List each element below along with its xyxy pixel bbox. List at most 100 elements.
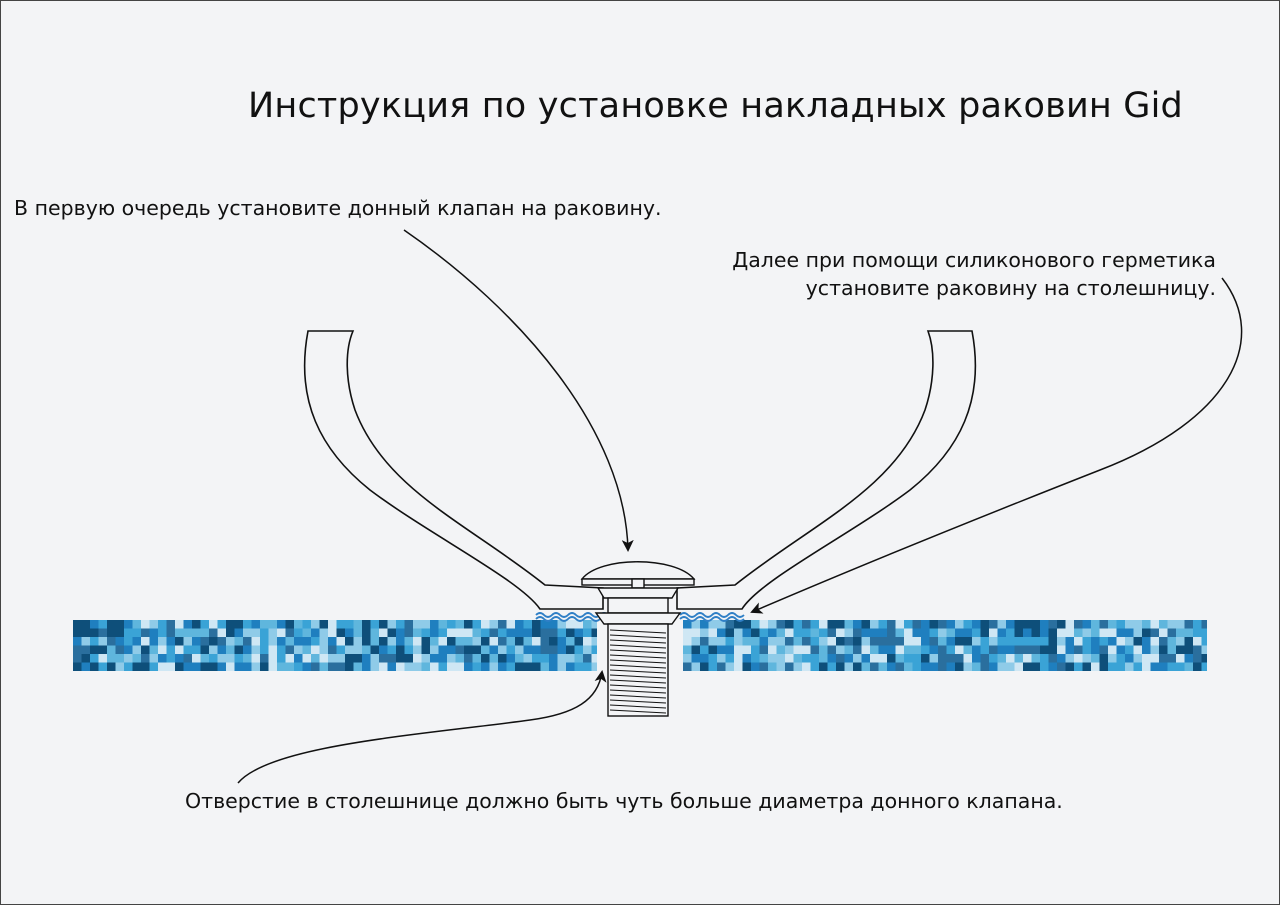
mosaic-tile [438,620,447,629]
mosaic-tile [844,662,853,671]
mosaic-tile [904,637,913,646]
mosaic-tile [1074,628,1083,637]
mosaic-tile [192,620,201,629]
mosaic-tile [574,637,583,646]
mosaic-tile [464,645,473,654]
mosaic-tile [209,628,218,637]
mosaic-tile [370,645,379,654]
mosaic-tile [498,654,507,663]
mosaic-tile [523,628,532,637]
mosaic-tile [751,628,760,637]
mosaic-tile [700,662,709,671]
mosaic-tile [1014,620,1023,629]
mosaic-tile [90,645,99,654]
mosaic-tile [836,645,845,654]
mosaic-tile [1057,654,1066,663]
mosaic-tile [413,628,422,637]
mosaic-tile [895,654,904,663]
mosaic-tile [810,645,819,654]
mosaic-tile [768,628,777,637]
mosaic-tile [1116,620,1125,629]
mosaic-tile [481,637,490,646]
mosaic-tile [404,645,413,654]
mosaic-tile [336,645,345,654]
mosaic-tile [226,628,235,637]
mosaic-tile [802,637,811,646]
mosaic-tile [243,662,252,671]
mosaic-tile [370,654,379,663]
mosaic-tile [887,620,896,629]
mosaic-tile [319,620,328,629]
mosaic-tile [1023,662,1032,671]
mosaic-tile [751,620,760,629]
mosaic-tile [793,620,802,629]
mosaic-tile [734,662,743,671]
mosaic-tile [370,662,379,671]
valve-neck [607,597,669,614]
mosaic-tile [921,645,930,654]
mosaic-tile [583,637,592,646]
mosaic-tile [90,620,99,629]
mosaic-tile [1150,654,1159,663]
mosaic-tile [725,654,734,663]
mosaic-tile [1125,645,1134,654]
mosaic-tile [878,620,887,629]
mosaic-tile [895,645,904,654]
mosaic-tile [768,637,777,646]
mosaic-tile [853,654,862,663]
mosaic-tile [506,654,515,663]
mosaic-tile [379,654,388,663]
mosaic-tile [700,628,709,637]
mosaic-tile [362,662,371,671]
mosaic-tile [1125,654,1134,663]
mosaic-tile [1142,620,1151,629]
mosaic-tile [887,637,896,646]
mosaic-tile [1048,628,1057,637]
mosaic-tile [810,620,819,629]
mosaic-tile [861,620,870,629]
mosaic-tile [379,620,388,629]
mosaic-tile [260,628,269,637]
mosaic-tile [989,637,998,646]
mosaic-tile [810,662,819,671]
mosaic-tile [311,628,320,637]
thread-line [609,644,667,649]
mosaic-tile [532,620,541,629]
mosaic-tile [793,654,802,663]
thread-line [609,649,667,654]
mosaic-tile [455,620,464,629]
mosaic-tile [277,662,286,671]
mosaic-tile [396,628,405,637]
mosaic-tile [260,637,269,646]
mosaic-tile [311,645,320,654]
mosaic-tile [1048,662,1057,671]
mosaic-tile [683,628,692,637]
mosaic-tile [370,637,379,646]
mosaic-tile [895,628,904,637]
mosaic-tile [683,662,692,671]
mosaic-tile [226,637,235,646]
mosaic-tile [302,637,311,646]
mosaic-tile [166,620,175,629]
mosaic-tile [912,637,921,646]
countertop-right [683,620,1207,671]
mosaic-tile [1006,637,1015,646]
mosaic-tile [217,637,226,646]
mosaic-tile [294,662,303,671]
mosaic-tile [1023,628,1032,637]
mosaic-tile [1176,628,1185,637]
mosaic-tile [742,628,751,637]
mosaic-tile [1142,654,1151,663]
mosaic-tile [498,645,507,654]
mosaic-tile [691,645,700,654]
mosaic-tile [583,620,592,629]
mosaic-tile [353,645,362,654]
mosaic-tile [294,645,303,654]
mosaic-tile [98,628,107,637]
mosaic-tile [149,662,158,671]
mosaic-tile [438,654,447,663]
mosaic-tile [1023,645,1032,654]
mosaic-tile [1006,645,1015,654]
mosaic-tile [285,637,294,646]
